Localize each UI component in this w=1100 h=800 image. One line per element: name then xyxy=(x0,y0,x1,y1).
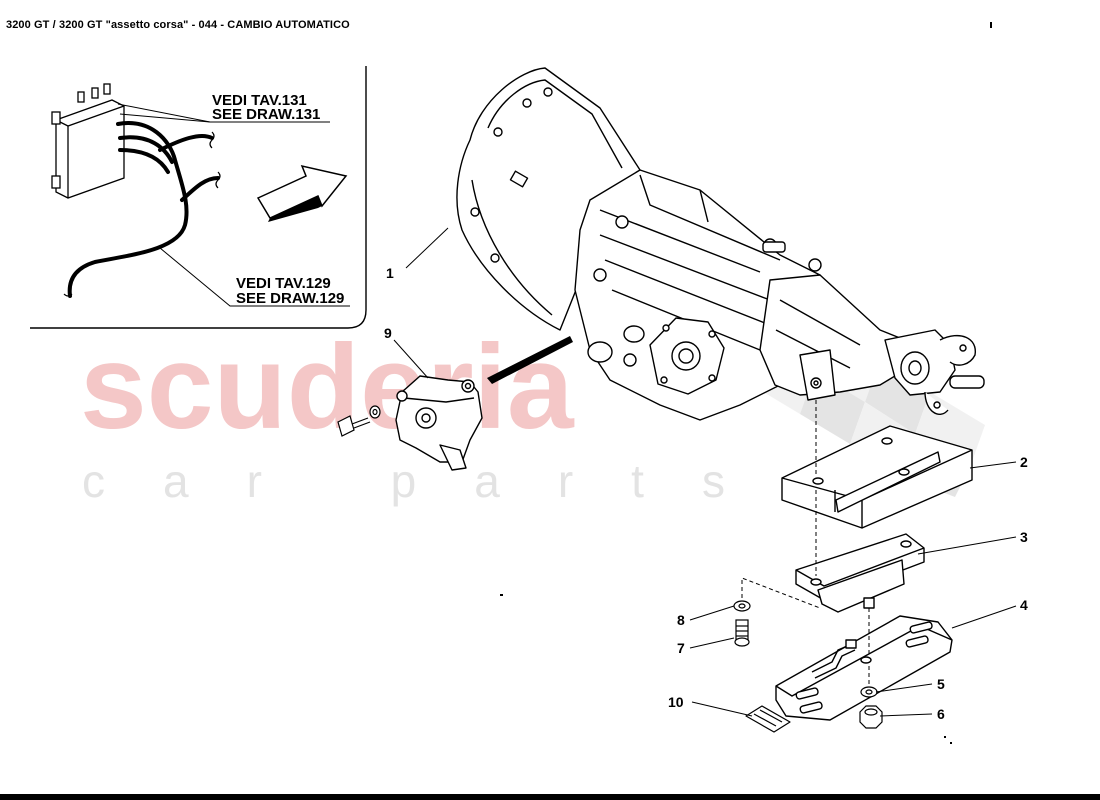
crossmember-bracket-part-4 xyxy=(775,615,953,721)
spacer-block-part-2 xyxy=(781,425,973,529)
rubber-mount-part-3 xyxy=(795,533,925,613)
inset-frame xyxy=(27,66,367,329)
bolt-part-7 xyxy=(734,619,750,647)
callout-8: 8 xyxy=(677,612,685,628)
direction-arrow-icon xyxy=(256,164,348,222)
page-title: 3200 GT / 3200 GT "assetto corsa" - 044 … xyxy=(6,19,350,31)
washer-part-8 xyxy=(733,600,751,612)
harness-connector-ends xyxy=(63,131,221,297)
shim-plate-part-10 xyxy=(745,705,791,733)
callout-9: 9 xyxy=(384,325,392,341)
washer-part-5 xyxy=(860,686,878,698)
nut-part-6 xyxy=(859,705,883,729)
callout-4: 4 xyxy=(1020,597,1028,613)
reference-upper: VEDI TAV.131 SEE DRAW.131 xyxy=(212,92,320,123)
switch-bolt xyxy=(337,405,381,437)
callout-5: 5 xyxy=(937,676,945,692)
scan-specks xyxy=(500,22,992,744)
reference-leaders xyxy=(117,103,350,307)
callout-leaders xyxy=(393,227,1017,717)
reference-upper-line2: SEE DRAW.131 xyxy=(212,106,320,123)
callout-1: 1 xyxy=(386,265,394,281)
automatic-transmission-part-1 xyxy=(456,67,985,421)
callout-7: 7 xyxy=(677,640,685,656)
callout-6: 6 xyxy=(937,706,945,722)
reference-lower: VEDI TAV.129 SEE DRAW.129 xyxy=(236,275,344,307)
callout-10: 10 xyxy=(668,694,684,710)
reference-lower-line1: VEDI TAV.129 xyxy=(236,275,331,292)
position-switch-part-9 xyxy=(395,375,483,471)
bottom-border xyxy=(0,794,1100,800)
callout-3: 3 xyxy=(1020,529,1028,545)
watermark-subtitle: car parts xyxy=(82,455,783,507)
assembly-pointer xyxy=(487,336,573,384)
callout-numbers: 1 2 3 4 5 6 7 8 9 10 xyxy=(384,265,1028,722)
wiring-harness xyxy=(67,121,220,298)
assembly-guide-lines xyxy=(741,400,870,686)
watermark-brand: scuderia xyxy=(80,320,575,454)
reference-lower-line2: SEE DRAW.129 xyxy=(236,290,344,307)
callout-2: 2 xyxy=(1020,454,1028,470)
reference-upper-line1: VEDI TAV.131 xyxy=(212,92,307,109)
control-unit-module xyxy=(51,83,125,199)
